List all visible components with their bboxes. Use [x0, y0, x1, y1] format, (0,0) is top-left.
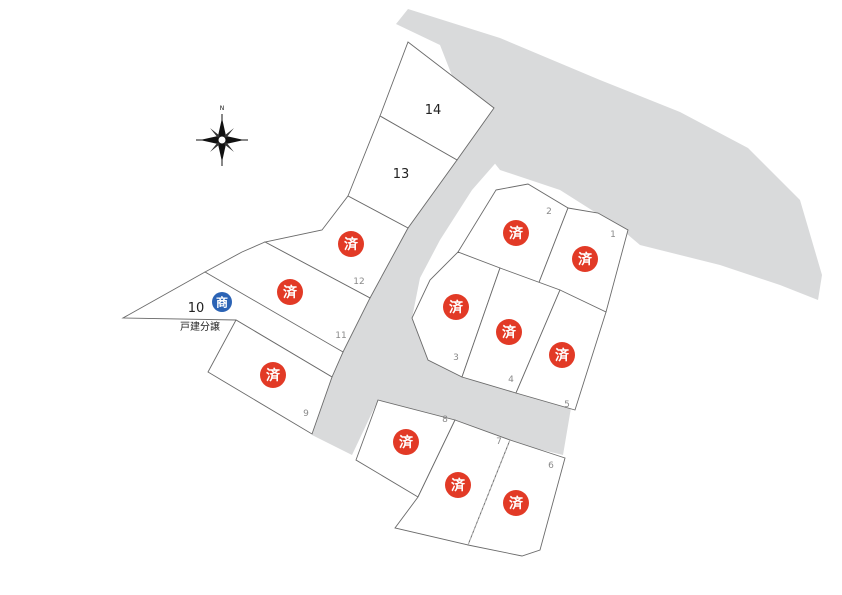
- compass-rose-icon: N: [196, 105, 248, 166]
- sold-badge: [443, 294, 469, 320]
- lot-number-3: 3: [453, 353, 459, 363]
- lot-note: 戸建分譲: [180, 320, 220, 333]
- commercial-badge-text: 商: [216, 295, 228, 310]
- road-main: [312, 110, 572, 455]
- sold-badge-text: 済: [502, 324, 517, 341]
- sold-badge: [393, 429, 419, 455]
- dashed-lot-divider: [467, 439, 511, 546]
- lot-number-6: 6: [548, 461, 554, 471]
- lot-label-10: 10: [188, 301, 205, 316]
- sold-badge: [503, 490, 529, 516]
- compass-north-label: N: [220, 105, 225, 112]
- lot-label-14: 14: [425, 103, 442, 118]
- sold-badge-text: 済: [578, 251, 593, 268]
- sold-badge-text: 済: [449, 299, 464, 316]
- sold-badge-text: 済: [344, 236, 359, 253]
- sold-badge-text: 済: [555, 347, 570, 364]
- commercial-badge: [212, 292, 232, 312]
- lot-number-7: 7: [496, 437, 502, 447]
- sold-badge-text: 済: [509, 495, 524, 512]
- sold-badge: [496, 319, 522, 345]
- lot-number-2: 2: [546, 207, 552, 217]
- sold-badge-text: 済: [399, 434, 414, 451]
- sold-badge: [445, 472, 471, 498]
- road-network: [312, 9, 822, 455]
- lot-label-13: 13: [393, 167, 410, 182]
- sold-badge: [503, 220, 529, 246]
- lot-number-12: 12: [353, 277, 364, 287]
- sold-badge: [277, 279, 303, 305]
- sold-badge: [260, 362, 286, 388]
- sold-badge-text: 済: [509, 225, 524, 242]
- lot-number-5: 5: [564, 400, 570, 410]
- lot-number-8: 8: [442, 415, 448, 425]
- sold-badge: [549, 342, 575, 368]
- sold-badge: [572, 246, 598, 272]
- road-north: [396, 9, 822, 300]
- sold-badge-text: 済: [451, 477, 466, 494]
- lot-number-9: 9: [303, 409, 309, 419]
- lot-number-1: 1: [610, 230, 616, 240]
- lot-number-11: 11: [335, 331, 346, 341]
- sold-badge-text: 済: [266, 367, 281, 384]
- sold-badge: [338, 231, 364, 257]
- sold-badge-text: 済: [283, 284, 298, 301]
- lot-number-4: 4: [508, 375, 514, 385]
